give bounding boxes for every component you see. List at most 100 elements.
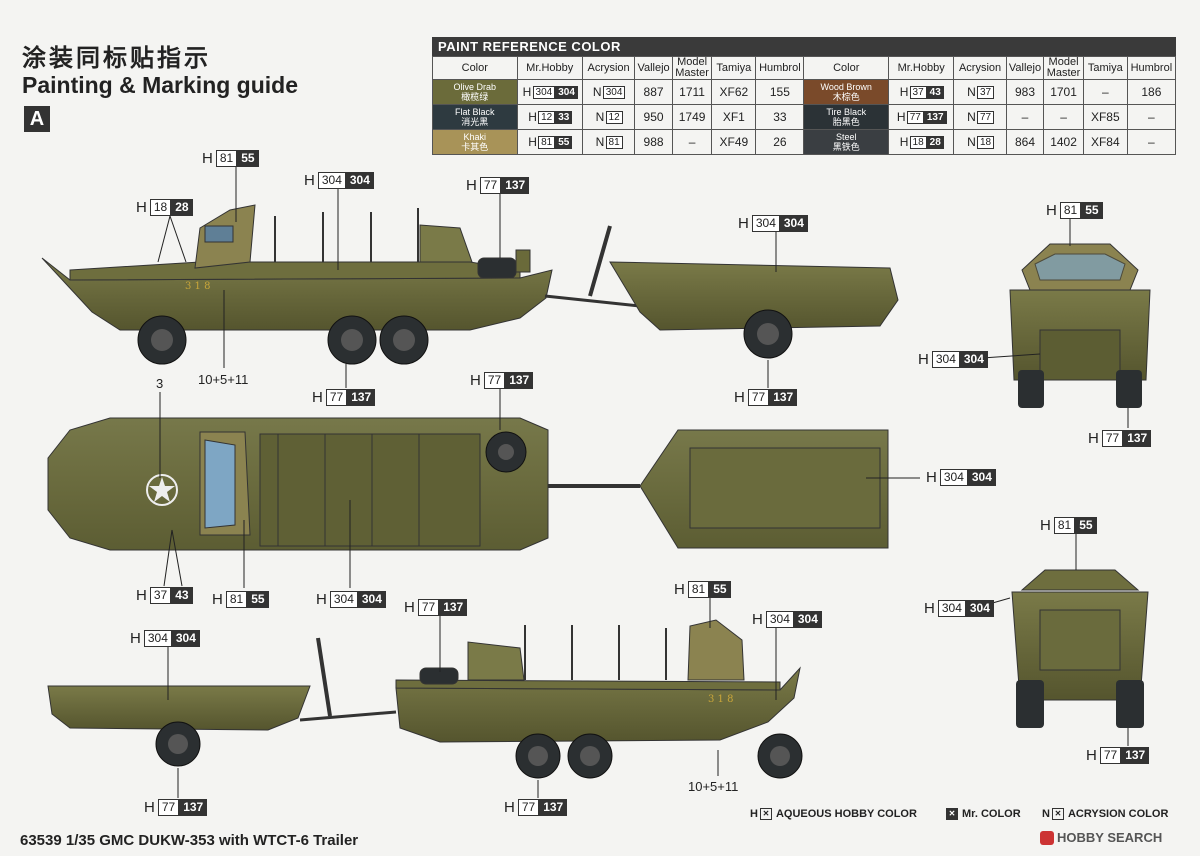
callout-h-letter: H (304, 172, 315, 189)
callout-mr-code: 137 (1121, 747, 1150, 764)
callout-h-letter: H (466, 177, 477, 194)
legend-hobby-icon: ✕ (759, 808, 772, 820)
legend-acry-icon: ✕ (1051, 808, 1064, 820)
acrysion-code: 304 (602, 85, 626, 99)
callout-h-letter: H (212, 591, 223, 608)
paint-table: Color Mr.Hobby Acrysion Vallejo Model Ma… (432, 56, 1177, 155)
callout-h-letter: H (136, 587, 147, 604)
swatch-en: Flat Black (455, 107, 495, 117)
callout-h-letter: H (926, 469, 937, 486)
mr-code: 33 (555, 110, 573, 124)
callout-hobby-code: 304 (143, 630, 172, 647)
header-acrysion-2: Acrysion (953, 56, 1007, 80)
decal-label-top: 3 (156, 376, 164, 391)
humbrol-cell: 26 (755, 129, 805, 155)
callout-h-letter: H (918, 351, 929, 368)
callout-mr-code: 304 (965, 600, 994, 617)
hobby-code: 81 (538, 135, 556, 149)
swatch-cn: 橄榄绿 (461, 92, 489, 102)
callout-mr-code: 55 (1081, 202, 1103, 219)
callout-mr-code: 137 (179, 799, 208, 816)
callout-hobby-code: 81 (1053, 517, 1076, 534)
leader-lines (157, 166, 1129, 798)
acrysion-code: 18 (976, 135, 995, 149)
callout-h-letter: H (734, 389, 745, 406)
trailer-side-view-left (47, 637, 397, 767)
callout-h-letter: H (924, 600, 935, 617)
callout-mr-code: 304 (967, 469, 996, 486)
acrysion-code: 12 (605, 110, 623, 124)
mr-code: 137 (923, 110, 947, 124)
hobby-code: 12 (538, 110, 556, 124)
callout-mr-code: 55 (1075, 517, 1097, 534)
hobbysearch-logo-icon (1040, 830, 1054, 845)
callout-h-letter: H (1046, 202, 1057, 219)
mm-cell: – (671, 129, 713, 155)
callout-mr-code: 137 (505, 372, 534, 389)
decal-label-side: 10+5+11 (198, 372, 249, 387)
legend-mr-icon: ✕ (946, 808, 958, 820)
callout-h-letter: H (202, 150, 213, 167)
callout-mr-code: 137 (1123, 430, 1152, 447)
title-english: Painting & Marking guide (22, 72, 299, 98)
callout-h-letter: H (144, 799, 155, 816)
callout-h-letter: H (316, 591, 327, 608)
callout-hobby-code: 81 (225, 591, 248, 608)
callout-mr-code: 137 (769, 389, 798, 406)
swatch-cn: 卡其色 (461, 142, 489, 152)
callout-h-letter: H (130, 630, 141, 647)
decal-label-side-2: 10+5+11 (688, 779, 739, 794)
callout-h-letter: H (1040, 517, 1051, 534)
callout-hobby-code: 77 (1101, 430, 1124, 447)
callout-mr-code: 137 (539, 799, 568, 816)
callout-hobby-code: 304 (751, 215, 780, 232)
vallejo-cell: 864 (1005, 129, 1045, 155)
trailer-side-view-right (544, 225, 899, 359)
dukw-rear-view (1011, 569, 1149, 728)
header-tamiya: Tamiya (711, 56, 757, 80)
callout-hobby-code: 77 (517, 799, 540, 816)
mr-code: 304 (555, 85, 578, 99)
callout-h-letter: H (674, 581, 685, 598)
humbrol-cell: 155 (755, 79, 805, 105)
hull-number-text: 3 1 8 (185, 281, 210, 292)
callout-hobby-code: 304 (937, 600, 966, 617)
callout-h-letter: H (312, 389, 323, 406)
callout-hobby-code: 18 (149, 199, 172, 216)
callout-h-letter: H (470, 372, 481, 389)
humbrol-cell: – (1126, 104, 1177, 130)
dukw-front-view (1009, 243, 1151, 408)
swatch-cn: 胎黑色 (832, 117, 860, 127)
mr-code: 55 (555, 135, 573, 149)
header-acrysion: Acrysion (581, 56, 636, 80)
swatch-cn: 黑铁色 (832, 142, 860, 152)
callout-hobby-code: 77 (1099, 747, 1122, 764)
callout-mr-code: 55 (237, 150, 259, 167)
callout-h-letter: H (752, 611, 763, 628)
hobby-code: 304 (532, 85, 556, 99)
vallejo-cell: 988 (634, 129, 673, 155)
